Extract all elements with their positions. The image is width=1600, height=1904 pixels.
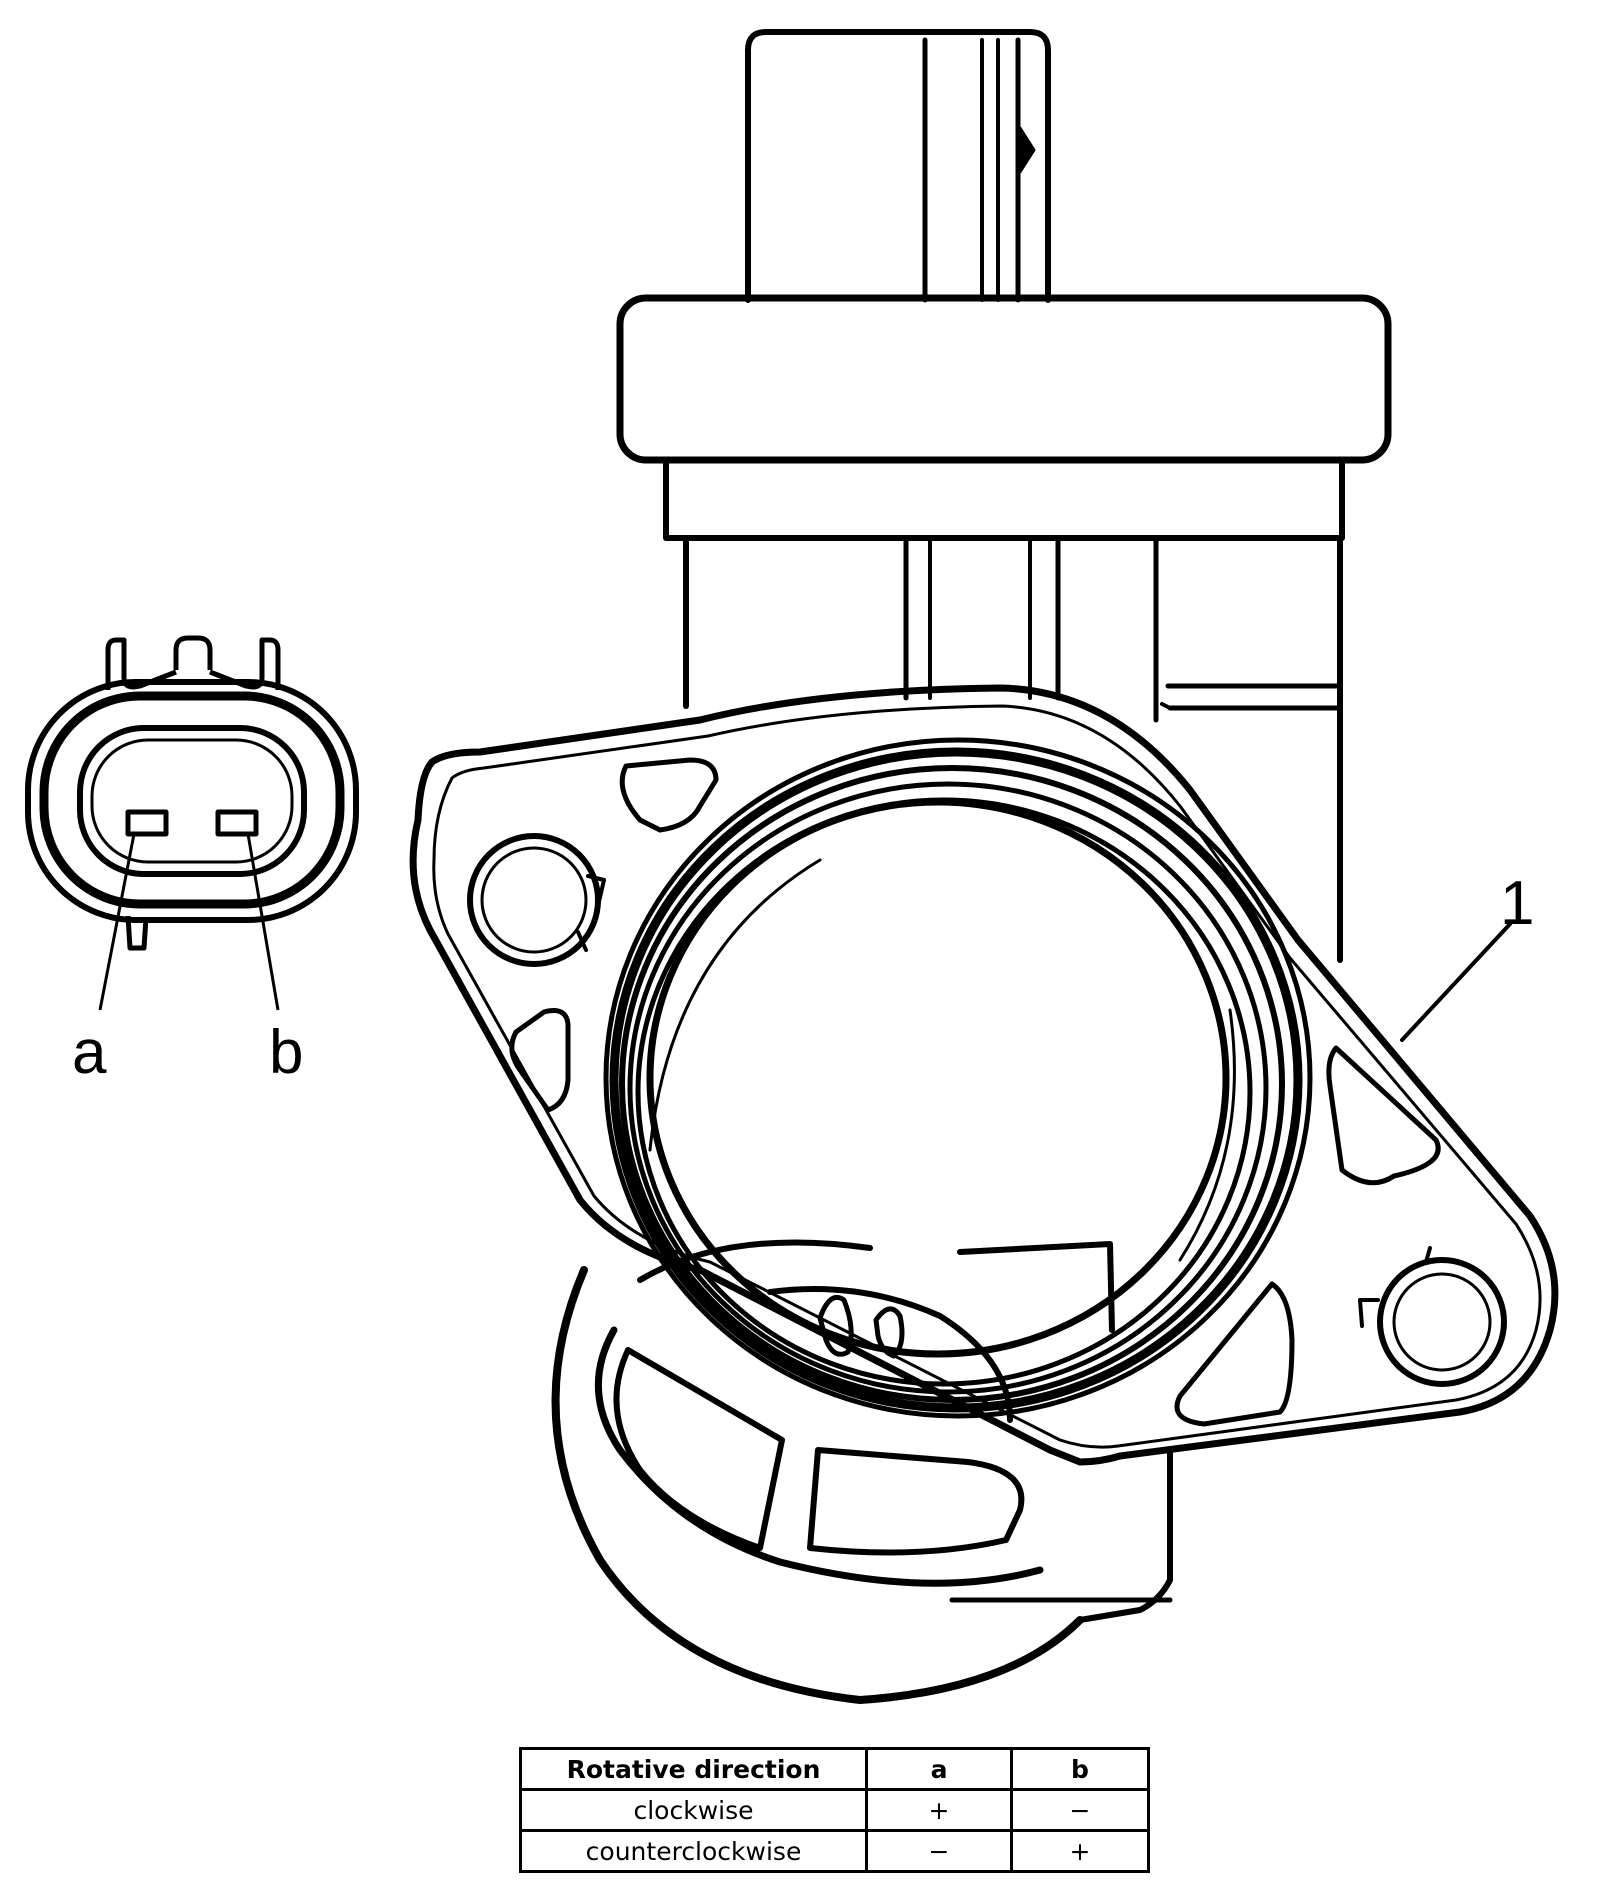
table-header-row: Rotative direction a b [519,1747,1150,1791]
cell-terminal-b: − [1010,1788,1150,1832]
connector-drawing [25,635,359,1011]
table-row: counterclockwise − + [519,1829,1150,1873]
cell-direction: clockwise [519,1788,868,1832]
callout-b: b [269,1018,303,1087]
table-row: clockwise + − [519,1788,1150,1832]
callout-a: a [72,1018,107,1087]
header-rotative-direction: Rotative direction [519,1747,868,1791]
header-terminal-a: a [865,1747,1013,1791]
cell-terminal-a: − [865,1829,1013,1873]
callout-1: 1 [1500,869,1534,938]
cell-terminal-b: + [1010,1829,1150,1873]
header-terminal-b: b [1010,1747,1150,1791]
rotation-polarity-table: Rotative direction a b clockwise + − cou… [519,1747,1150,1873]
cell-direction: counterclockwise [519,1829,868,1873]
cell-terminal-a: + [865,1788,1013,1832]
throttle-body-drawing [409,29,1559,1704]
